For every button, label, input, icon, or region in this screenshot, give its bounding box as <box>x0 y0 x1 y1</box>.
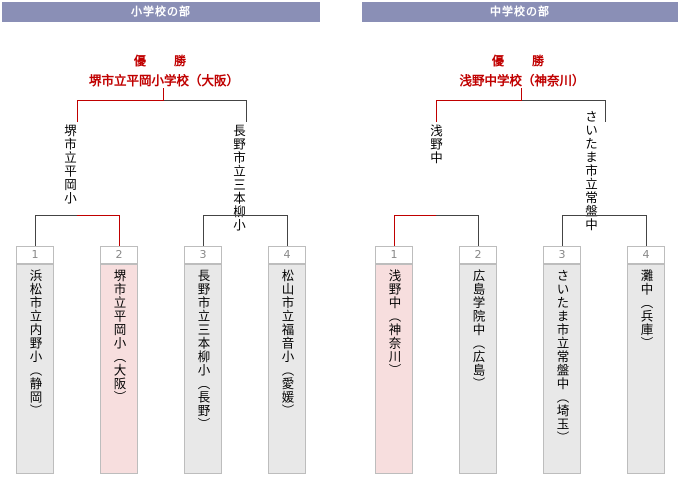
bracket-line <box>562 215 646 216</box>
seed-number: 4 <box>627 246 665 264</box>
semifinalist-elementary-2: 長野市立三本柳小 <box>231 124 246 232</box>
team-box-elementary-4: 松山市立福音小（愛媛） <box>268 264 306 474</box>
seed-number: 2 <box>459 246 497 264</box>
bracket-line <box>77 100 78 122</box>
bracket-line <box>163 88 164 100</box>
bracket-line <box>77 215 119 216</box>
semifinalist-elementary-1: 堺市立平岡小 <box>62 124 77 205</box>
semifinalist-junior-1: 浅野中 <box>428 124 443 165</box>
seed-number: 2 <box>100 246 138 264</box>
team-name: 堺市立平岡小（大阪） <box>111 269 127 404</box>
seed-number: 4 <box>268 246 306 264</box>
seed-number: 1 <box>375 246 413 264</box>
bracket-line <box>646 215 647 246</box>
bracket-line <box>394 215 436 216</box>
team-name: 浅野中（神奈川） <box>386 269 402 377</box>
seed-number: 3 <box>543 246 581 264</box>
team-name: 松山市立福音小（愛媛） <box>279 269 295 418</box>
bracket-line <box>246 100 247 122</box>
team-box-junior-3: さいたま市立常盤中（埼玉） <box>543 264 581 474</box>
champion-label-elementary: 優 勝 <box>133 54 194 68</box>
team-name: さいたま市立常盤中（埼玉） <box>554 269 570 445</box>
bracket-line <box>287 215 288 246</box>
bracket-line <box>164 100 247 101</box>
bracket-line <box>394 215 395 246</box>
team-box-elementary-2: 堺市立平岡小（大阪） <box>100 264 138 474</box>
team-box-elementary-1: 浜松市立内野小（静岡） <box>16 264 54 474</box>
team-box-elementary-3: 長野市立三本柳小（長野） <box>184 264 222 474</box>
team-name: 灘中（兵庫） <box>638 269 654 350</box>
semifinalist-junior-2: さいたま市立常盤中 <box>583 110 598 232</box>
section-header-elementary: 小学校の部 <box>2 2 320 22</box>
champion-label-junior: 優 勝 <box>491 54 552 68</box>
team-box-junior-1: 浅野中（神奈川） <box>375 264 413 474</box>
bracket-line <box>203 215 287 216</box>
champion-name-elementary: 堺市立平岡小学校（大阪） <box>88 73 239 88</box>
bracket-line <box>521 88 522 100</box>
team-name: 長野市立三本柳小（長野） <box>195 269 211 431</box>
bracket-line <box>478 215 479 246</box>
bracket-line <box>562 215 563 246</box>
bracket-line <box>119 215 120 246</box>
bracket-line <box>436 100 437 122</box>
bracket-line <box>35 215 36 246</box>
team-name: 浜松市立内野小（静岡） <box>27 269 43 418</box>
team-box-junior-4: 灘中（兵庫） <box>627 264 665 474</box>
bracket-line <box>436 215 478 216</box>
bracket-line <box>203 215 204 246</box>
section-header-junior: 中学校の部 <box>362 2 678 22</box>
bracket-line <box>35 215 77 216</box>
seed-number: 3 <box>184 246 222 264</box>
bracket-line <box>605 100 606 122</box>
seed-number: 1 <box>16 246 54 264</box>
bracket-line <box>522 100 606 101</box>
bracket-line <box>77 100 164 101</box>
bracket-line <box>436 100 522 101</box>
team-box-junior-2: 広島学院中（広島） <box>459 264 497 474</box>
team-name: 広島学院中（広島） <box>470 269 486 391</box>
champion-name-junior: 浅野中学校（神奈川） <box>459 73 585 88</box>
